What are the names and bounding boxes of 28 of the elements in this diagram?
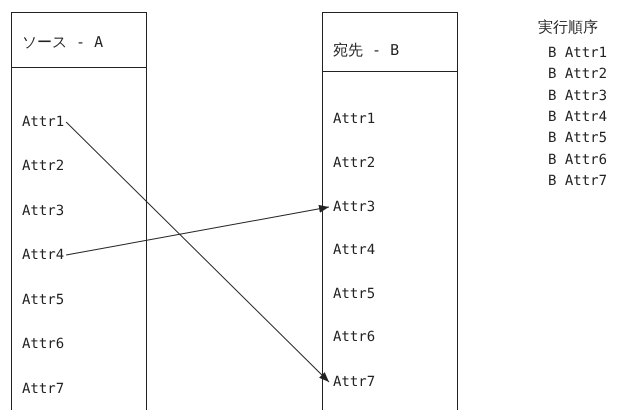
attribute-name: Attr4 xyxy=(22,246,64,264)
attribute-name: Attr2 xyxy=(333,154,376,172)
attribute-name: Attr5 xyxy=(22,291,64,309)
table-column xyxy=(11,12,147,410)
attribute-name: Attr7 xyxy=(333,373,376,391)
attribute-name: Attr3 xyxy=(22,202,64,220)
column-header: ソース - A xyxy=(22,33,104,52)
list-item: B Attr7 xyxy=(548,172,608,190)
arrow xyxy=(66,204,330,256)
arrow xyxy=(66,122,330,382)
list-item: B Attr6 xyxy=(548,150,608,168)
attribute-name: Attr7 xyxy=(22,380,64,398)
list-item: B Attr2 xyxy=(548,65,608,84)
list-item: B Attr3 xyxy=(548,86,608,105)
list-item: B Attr1 xyxy=(548,44,608,62)
attribute-name: Attr1 xyxy=(22,113,64,131)
attribute-name: Attr5 xyxy=(333,285,376,303)
attribute-name: Attr4 xyxy=(333,241,376,259)
attribute-name: Attr2 xyxy=(22,157,64,175)
attribute-name: Attr3 xyxy=(333,198,376,216)
attribute-name: Attr1 xyxy=(333,110,376,128)
list-item: B Attr5 xyxy=(548,129,608,148)
column-header: 宛先 - B xyxy=(333,41,400,60)
table-column xyxy=(322,12,458,410)
attribute-name: Attr6 xyxy=(22,335,64,353)
list-heading: 実行順序 xyxy=(538,18,598,36)
attribute-name: Attr6 xyxy=(333,328,376,346)
list-item: B Attr4 xyxy=(548,108,608,126)
